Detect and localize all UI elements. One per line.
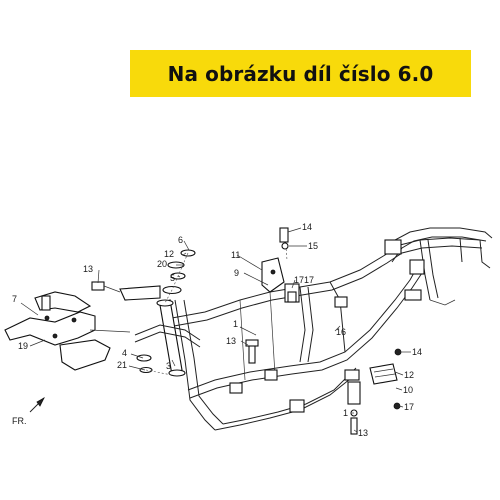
callout-21: 21 [117,360,127,370]
part-number-banner: Na obrázku díl číslo 6.0 [130,50,471,97]
main-frame [171,227,493,431]
callout-8: 10 [403,385,413,395]
callout-19: 19 [18,341,28,351]
callout-16: 16 [336,327,346,337]
forward-direction-indicator: FR. [12,396,45,426]
direction-label: FR. [12,416,27,426]
callout-14-top: 14 [302,222,312,232]
callout-15: 15 [308,241,318,251]
step-bracket-parts [261,227,300,303]
callout-labels: 6 12 20 5 13 7 19 4 21 3 1 13 14 15 11 9… [12,222,422,438]
steering-bearing-parts [136,249,196,376]
engine-hanger-bracket [4,291,131,371]
head-pipe [134,299,201,377]
callout-1-bottom: 1 [343,408,348,418]
callout-17-mid: 17 [304,275,314,285]
callout-12: 13 [83,264,93,274]
banner-text: Na obrázku díl číslo 6.0 [167,61,434,86]
footrest-parts [347,348,402,435]
callout-14-right: 14 [412,347,422,357]
callout-20: 20 [157,259,167,269]
leader-lines [20,227,411,433]
callout-4: 5 [170,273,175,283]
callout-6: 7 [12,294,17,304]
callout-10: 12 [404,370,414,380]
callout-5: 6 [178,235,183,245]
callout-17-top: 17 [294,275,304,285]
callout-13-bottom: 13 [358,428,368,438]
part-12-bracket [91,281,161,301]
callout-3: 4 [122,348,127,358]
callout-9: 11 [231,250,240,260]
callout-7: 9 [234,268,239,278]
callout-13-left: 13 [226,336,236,346]
callout-1-left: 1 [233,319,238,329]
callout-2: 3 [166,361,171,371]
forward-arrow-icon [36,396,45,407]
callout-17-right: 17 [404,402,414,412]
callout-11: 12 [164,249,174,259]
bolt-13-left [245,339,259,364]
